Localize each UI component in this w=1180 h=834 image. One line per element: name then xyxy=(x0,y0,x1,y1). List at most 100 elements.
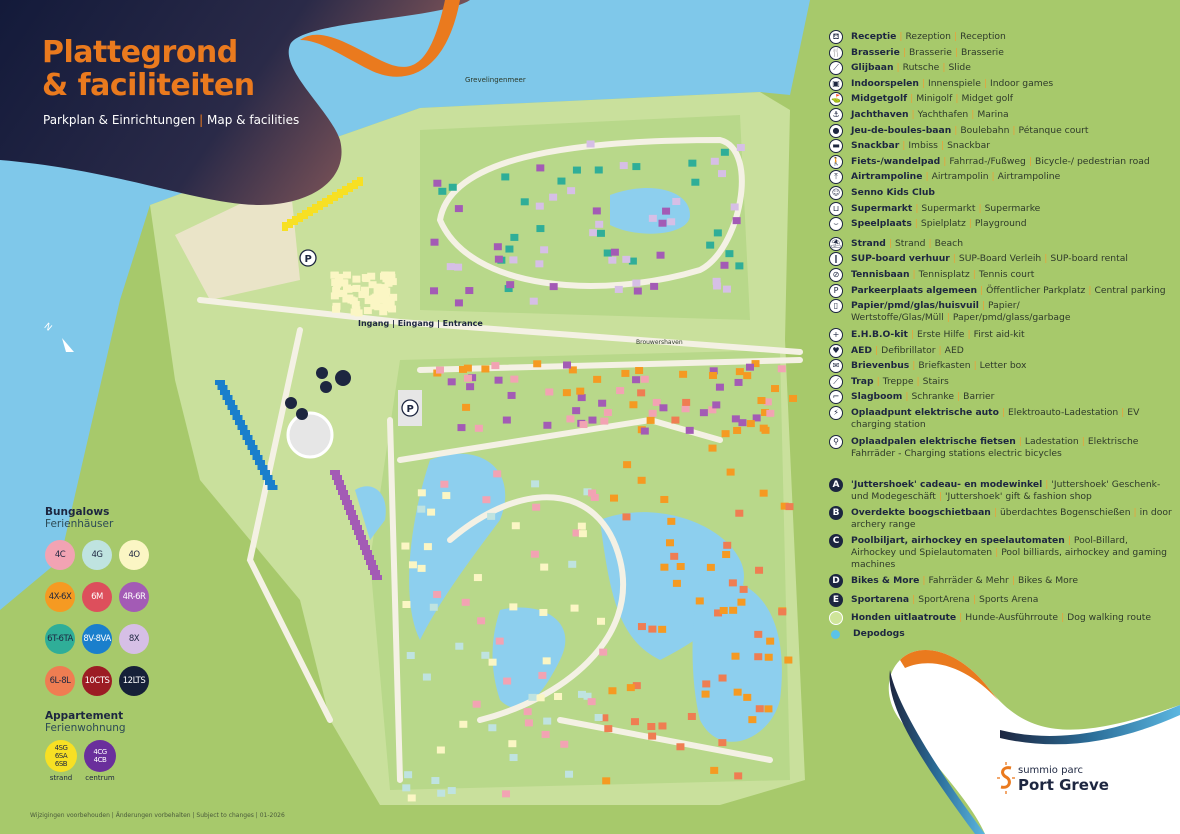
house-marker xyxy=(481,651,490,659)
parking-icon[interactable]: P xyxy=(299,249,317,267)
house-marker xyxy=(352,284,361,292)
house-marker xyxy=(588,416,597,424)
marker-D[interactable] xyxy=(316,367,328,379)
pedestrian-icon: 🚶 xyxy=(829,154,843,169)
house-marker xyxy=(448,183,457,191)
house-marker xyxy=(621,369,630,377)
house-marker xyxy=(344,505,354,510)
playground-icon: ⌣ xyxy=(829,217,843,232)
brand-line-2: Port Greve xyxy=(1018,776,1109,794)
house-marker xyxy=(595,220,604,228)
house-marker xyxy=(446,263,455,271)
house-marker xyxy=(539,608,548,616)
legend-label-nl: Speelplaats xyxy=(851,218,912,230)
legend-label-en: Beach xyxy=(934,237,964,249)
house-marker xyxy=(488,724,497,732)
house-marker xyxy=(771,385,780,393)
house-marker xyxy=(524,719,533,727)
house-marker xyxy=(384,304,393,312)
marker-C[interactable] xyxy=(296,408,308,420)
house-marker xyxy=(572,166,581,174)
house-marker xyxy=(368,281,377,289)
house-marker xyxy=(535,202,544,210)
house-marker xyxy=(252,455,263,460)
house-marker xyxy=(633,287,642,295)
house-marker xyxy=(619,162,628,170)
bungalow-type-chip: 6L-8L xyxy=(45,666,75,696)
house-marker xyxy=(366,560,376,565)
legend-label-en: Slide xyxy=(948,62,971,74)
legend-label-en: First aid-kit xyxy=(973,329,1025,341)
legend-label-de: Hunde-Ausführroute xyxy=(965,612,1059,624)
house-marker xyxy=(755,705,764,713)
house-marker xyxy=(481,365,490,373)
house-marker xyxy=(659,404,668,412)
house-marker xyxy=(616,387,625,395)
marker-B[interactable] xyxy=(320,381,332,393)
page-subtitle: Parkplan & Einrichtungen | Map & facilit… xyxy=(43,113,300,127)
cutlery-icon: 🍴 xyxy=(829,45,843,60)
house-marker xyxy=(722,551,731,559)
house-marker xyxy=(648,214,657,222)
house-marker xyxy=(583,488,592,496)
mailbox-icon: ✉ xyxy=(829,359,843,374)
house-marker xyxy=(506,281,515,289)
house-marker xyxy=(623,461,632,469)
parking-icon[interactable]: P xyxy=(398,390,422,426)
house-marker xyxy=(672,197,681,205)
house-marker xyxy=(332,286,341,294)
legend-label-de: Papier/ Wertstoffe/Glas/Müll xyxy=(851,300,1020,324)
house-marker xyxy=(588,489,597,497)
house-marker xyxy=(596,617,605,625)
legend-item: ▯Papier/pmd/glas/huisvuil|Papier/ Wertst… xyxy=(829,299,1174,324)
house-marker xyxy=(722,285,731,293)
house-marker xyxy=(647,723,656,731)
house-marker xyxy=(632,376,641,384)
title-line-2: & faciliteiten xyxy=(42,68,255,103)
house-marker xyxy=(472,700,481,708)
house-marker xyxy=(493,470,502,478)
house-marker xyxy=(718,674,727,682)
legend-label-de: Fahrrad-/Fußweg xyxy=(949,155,1026,167)
house-marker xyxy=(541,730,550,738)
legend-item: ⟋Glijbaan|Rutsche|Slide xyxy=(829,61,1174,77)
house-marker xyxy=(447,787,456,795)
house-marker xyxy=(507,391,516,399)
house-marker xyxy=(748,716,757,724)
legend-label-nl: Snackbar xyxy=(851,140,900,152)
house-marker xyxy=(610,494,619,502)
legend-label-de: Elektroauto-Ladestation xyxy=(1008,407,1119,419)
house-marker xyxy=(709,367,718,375)
house-marker xyxy=(482,496,491,504)
house-marker xyxy=(292,216,298,225)
legend-label-en: Dog walking route xyxy=(1067,612,1152,624)
house-marker xyxy=(594,166,603,174)
house-marker xyxy=(568,560,577,568)
marker-E[interactable] xyxy=(335,370,351,386)
house-marker xyxy=(307,207,313,216)
house-marker xyxy=(626,684,635,692)
house-marker xyxy=(685,426,694,434)
house-marker xyxy=(457,424,466,432)
marker-A[interactable] xyxy=(285,397,297,409)
house-marker xyxy=(652,398,661,406)
house-marker xyxy=(242,435,253,440)
house-marker xyxy=(635,367,644,375)
house-marker xyxy=(454,205,463,213)
house-marker xyxy=(543,717,552,725)
legend-label-de: Ladestation xyxy=(1024,436,1079,448)
house-marker xyxy=(729,606,738,614)
legend-label-nl: Midgetgolf xyxy=(851,93,908,105)
house-marker xyxy=(508,740,517,748)
legend-label-de: Yachthafen xyxy=(917,108,969,120)
house-marker xyxy=(735,262,744,270)
house-marker xyxy=(536,164,545,172)
house-marker xyxy=(529,297,538,305)
house-marker xyxy=(549,193,558,201)
house-marker xyxy=(730,203,739,211)
house-marker xyxy=(433,179,442,187)
legend-label-en: Reception xyxy=(960,31,1006,42)
house-marker xyxy=(533,360,542,368)
